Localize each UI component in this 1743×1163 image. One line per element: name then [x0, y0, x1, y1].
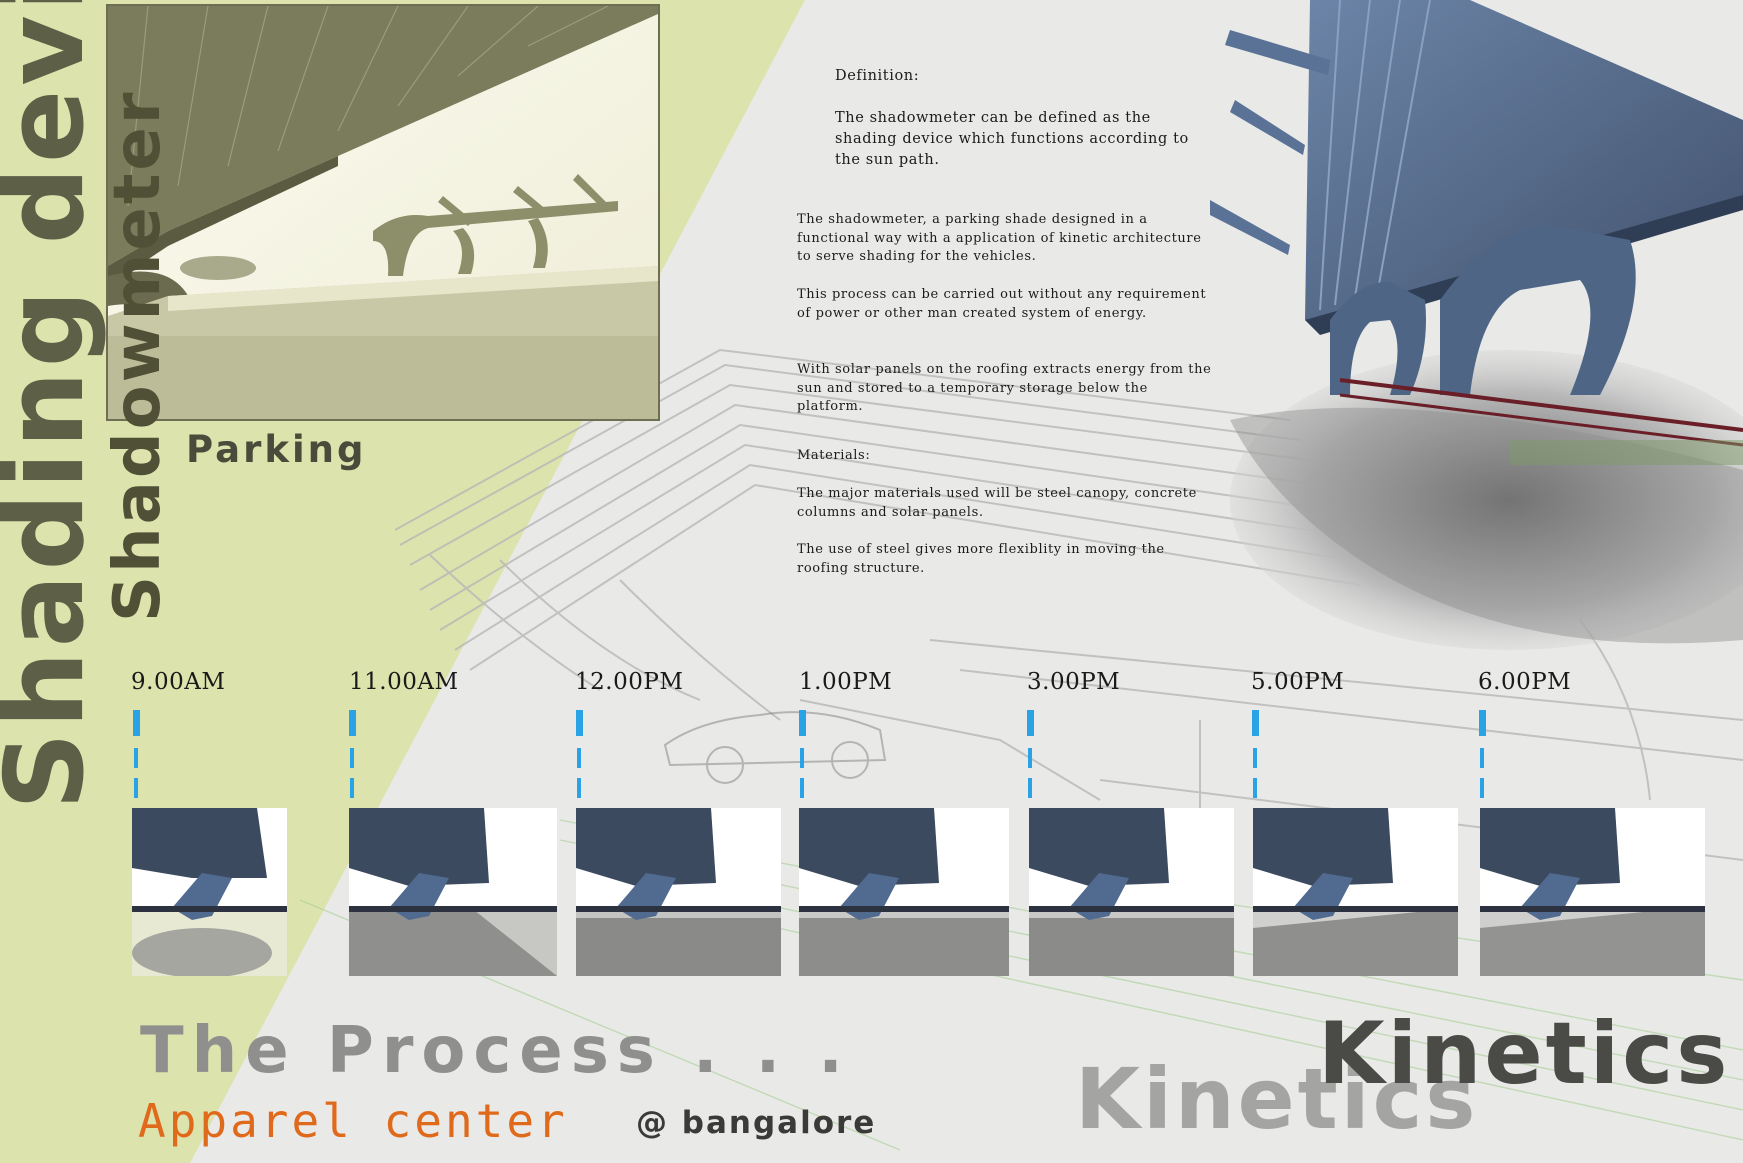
- process-title: The Process . . .: [140, 1014, 851, 1088]
- kinetics-title: Kinetics: [1318, 1004, 1731, 1104]
- timeline-tick: [576, 710, 583, 736]
- time-label-11am: 11.00AM: [349, 669, 459, 695]
- timeline-dash: [1028, 748, 1032, 804]
- description-paragraph: The shadowmeter, a parking shade designe…: [797, 212, 1202, 265]
- time-label-12pm: 12.00PM: [575, 669, 684, 695]
- timeline-dash: [577, 748, 581, 804]
- shadowmeter-title: Shadowmeter: [101, 89, 175, 622]
- timeline-dash: [1253, 748, 1257, 804]
- apparel-center-title: Apparel center: [138, 1094, 568, 1148]
- definition-body: The shadowmeter can be defined as the sh…: [835, 110, 1189, 168]
- definition-heading: Definition:: [835, 68, 920, 84]
- shade-frame-12pm: [576, 808, 781, 976]
- kinetics-shadow-title: Kinetics: [1075, 1050, 1479, 1148]
- parking-label: Parking: [186, 428, 367, 471]
- time-label-3pm: 3.00PM: [1027, 669, 1121, 695]
- timeline-dash: [1480, 748, 1484, 804]
- timeline-dash: [800, 748, 804, 804]
- shading-device-title: Shading device: [0, 0, 108, 810]
- time-label-5pm: 5.00PM: [1251, 669, 1345, 695]
- time-label-9am: 9.00AM: [131, 669, 226, 695]
- location-label: @ bangalore: [636, 1105, 877, 1141]
- shade-frame-5pm: [1253, 808, 1458, 976]
- time-label-1pm: 1.00PM: [799, 669, 893, 695]
- energy-paragraph: This process can be carried out without …: [797, 287, 1207, 321]
- timeline-tick: [349, 710, 356, 736]
- timeline-tick: [1027, 710, 1034, 736]
- materials-paragraph: The major materials used will be steel c…: [797, 486, 1197, 520]
- timeline-tick: [799, 710, 806, 736]
- canopy-render-image: [106, 4, 660, 421]
- time-label-6pm: 6.00PM: [1478, 669, 1572, 695]
- shade-frame-11am: [349, 808, 557, 976]
- solar-paragraph: With solar panels on the roofing extract…: [797, 362, 1212, 415]
- materials-heading: Materials:: [797, 448, 871, 463]
- timeline-dash: [134, 748, 138, 804]
- shade-frame-6pm: [1480, 808, 1705, 976]
- timeline-dash: [350, 748, 354, 804]
- canopy-perspective-render-image: [1210, 0, 1743, 675]
- shade-frame-3pm: [1029, 808, 1234, 976]
- steel-paragraph: The use of steel gives more flexiblity i…: [797, 542, 1165, 576]
- timeline-tick: [133, 710, 140, 736]
- timeline-tick: [1252, 710, 1259, 736]
- timeline-tick: [1479, 710, 1486, 736]
- shade-frame-1pm: [799, 808, 1009, 976]
- shade-frame-9am: [132, 808, 287, 976]
